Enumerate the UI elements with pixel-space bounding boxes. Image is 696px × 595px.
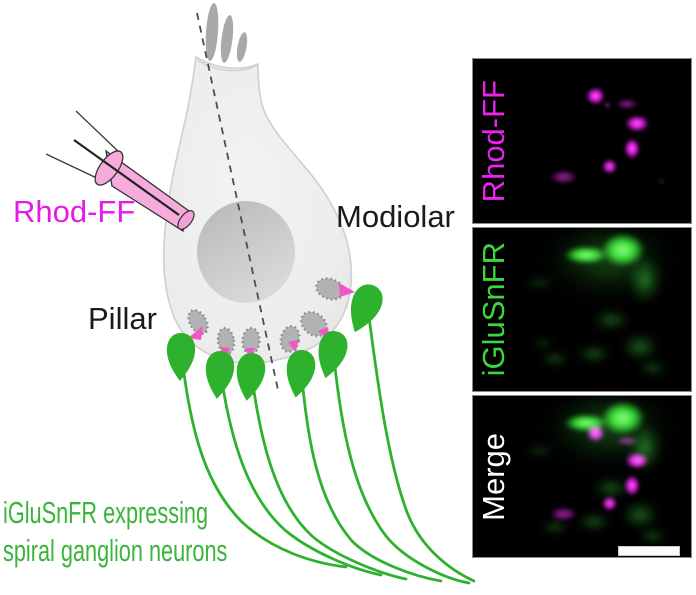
pipette-filament — [73, 139, 180, 216]
fluorescence-blob — [532, 336, 554, 350]
fluorescence-blob — [604, 102, 611, 108]
fluorescence-blob — [624, 475, 640, 496]
fluorescence-blob — [638, 526, 668, 546]
recording-pipette — [45, 110, 195, 233]
fluorescence-blob — [621, 500, 659, 530]
neuron-caption: iGluSnFR expressing spiral ganglion neur… — [3, 494, 227, 570]
fluorescence-blob — [540, 350, 570, 368]
panel-merge-image: Merge — [472, 395, 692, 558]
fluorescence-blob — [625, 115, 649, 132]
fluorescence-blob — [586, 424, 605, 442]
panel-rhodff-label: Rhod-FF — [476, 79, 511, 203]
fluorescence-blob — [586, 87, 605, 105]
panel-iglusnfr-label: iGluSnFR — [476, 242, 511, 377]
fluorescence-blob — [616, 436, 638, 446]
fluorescence-blob — [602, 159, 617, 174]
fluorescence-blob — [524, 443, 554, 459]
fluorescence-blob — [627, 256, 663, 304]
panel-rhodff-image: Rhod-FF — [472, 58, 692, 224]
fluorescence-blob — [624, 138, 640, 159]
modiolar-label: Modiolar — [336, 199, 455, 234]
fluorescence-blob — [659, 179, 664, 184]
scale-bar — [618, 546, 680, 556]
fluorescence-blob — [577, 344, 611, 364]
pillar-label: Pillar — [88, 301, 157, 336]
panel-merge-label: Merge — [476, 432, 511, 521]
fluorescence-blob — [524, 275, 554, 291]
caption-line-1: iGluSnFR expressing — [3, 495, 209, 530]
fluorescence-blob — [638, 358, 668, 378]
nucleus — [197, 201, 295, 303]
fluorescence-blob — [602, 496, 617, 511]
afferent-fibers — [179, 299, 475, 585]
fluorescence-blob — [625, 452, 649, 469]
caption-line-2: spiral ganglion neurons — [3, 533, 228, 568]
stereocilia — [205, 3, 248, 63]
fluorescence-blob — [540, 518, 570, 536]
fluorescence-blob — [616, 99, 638, 109]
afferent-boutons — [166, 284, 383, 401]
fluorescence-blob — [577, 512, 611, 532]
fluorescence-blob — [621, 332, 659, 362]
spiral-ganglion-neurons — [166, 284, 475, 585]
fluorescence-blob — [564, 246, 608, 264]
schematic-drawing — [45, 3, 475, 585]
fluorescence-blob — [591, 308, 631, 332]
cuticular-plate-line — [196, 59, 258, 72]
fluorescence-blob — [550, 170, 577, 184]
pipette-label: Rhod-FF — [13, 194, 136, 229]
fluorescence-blob — [550, 507, 577, 521]
panel-iglusnfr-image: iGluSnFR — [472, 227, 692, 392]
